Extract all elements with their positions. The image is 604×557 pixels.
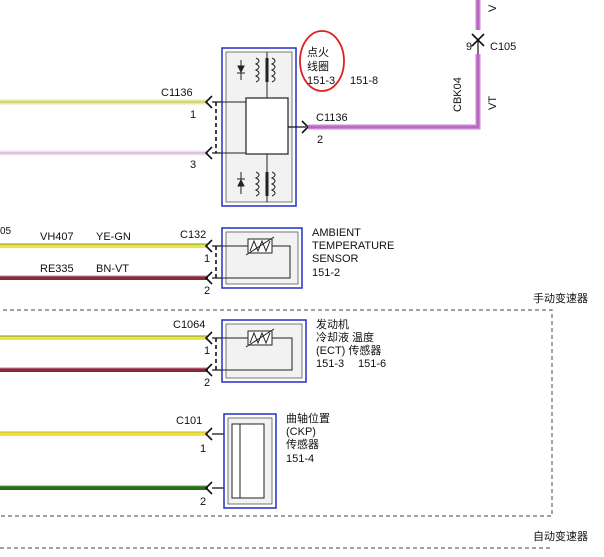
vt-color-label: VT bbox=[487, 96, 499, 110]
ckp-sensor-component bbox=[223, 413, 277, 509]
cbk04-circuit-label: CBK04 bbox=[452, 77, 464, 112]
highlight-circle bbox=[299, 30, 345, 92]
ect-pin1: 1 bbox=[204, 345, 210, 357]
ckp-label-line2: (CKP) bbox=[286, 426, 316, 438]
coil-in-pin1: 1 bbox=[190, 109, 196, 121]
manual-trans-box bbox=[0, 309, 553, 517]
ect-connector bbox=[204, 331, 213, 377]
ckp-pin2: 2 bbox=[200, 496, 206, 508]
manual-trans-label: 手动变速器 bbox=[533, 291, 588, 305]
coil-ref1: 151-3 bbox=[307, 75, 335, 87]
ambient-wire2-color: BN-VT bbox=[96, 263, 129, 275]
ambient-pin2: 2 bbox=[204, 285, 210, 297]
ambient-label-line1: AMBIENT bbox=[312, 227, 361, 239]
ect-connector-label: C1064 bbox=[173, 319, 205, 331]
ckp-label-line3: 传感器 bbox=[286, 438, 319, 451]
ckp-pickup-coil-icon bbox=[239, 423, 265, 499]
ambient-wire2-circuit: RE335 bbox=[40, 263, 74, 275]
coil-in-connector-label: C1136 bbox=[161, 87, 193, 99]
ambient-wire1-color: YE-GN bbox=[96, 231, 131, 243]
ambient-pin1: 1 bbox=[204, 253, 210, 265]
ambient-sensor-component bbox=[221, 227, 303, 289]
ambient-connector-label: C132 bbox=[180, 229, 206, 241]
coil-out-pin2: 2 bbox=[317, 134, 323, 146]
ckp-connector-label: C101 bbox=[176, 415, 202, 427]
coil-out-connector-label: C1136 bbox=[316, 112, 348, 124]
ckp-label-line1: 曲轴位置 bbox=[286, 411, 330, 425]
top-partial-label: V bbox=[487, 4, 499, 12]
ckp-pin1: 1 bbox=[200, 443, 206, 455]
ambient-ref: 151-2 bbox=[312, 267, 340, 279]
c105-label: C105 bbox=[490, 41, 516, 53]
ect-thermistor-icon bbox=[245, 328, 275, 348]
coil-ref2: 151-8 bbox=[350, 75, 378, 87]
coil-title-line2: 线圈 bbox=[307, 59, 329, 73]
ambient-edge-text: 05 bbox=[0, 226, 12, 237]
ambient-label-line3: SENSOR bbox=[312, 253, 359, 265]
ect-pin2: 2 bbox=[204, 377, 210, 389]
ect-sensor-component bbox=[221, 319, 307, 383]
ambient-wire1-circuit: VH407 bbox=[40, 231, 74, 243]
ect-label-line2: 冷却液 温度 bbox=[316, 330, 374, 344]
coil-transformer-lower-icon bbox=[237, 171, 276, 197]
auto-trans-label: 自动变速器 bbox=[533, 529, 588, 543]
c105-pin: 9 bbox=[466, 41, 472, 53]
ckp-ref: 151-4 bbox=[286, 453, 314, 465]
ambient-label-line2: TEMPERATURE bbox=[312, 240, 394, 252]
coil-input-connector bbox=[204, 95, 213, 160]
ambient-connector bbox=[204, 239, 213, 285]
ect-label-line3: (ECT) 传感器 bbox=[316, 344, 381, 357]
ignition-coil-component bbox=[221, 47, 297, 207]
coil-in-pin3: 3 bbox=[190, 159, 196, 171]
ckp-connector bbox=[204, 427, 213, 495]
thermistor-icon bbox=[245, 236, 275, 256]
ect-ref1: 151-3 bbox=[316, 358, 344, 370]
coil-transformer-upper-icon bbox=[237, 57, 276, 83]
coil-title-line1: 点火 bbox=[307, 46, 329, 59]
ect-ref2: 151-6 bbox=[358, 358, 386, 370]
ect-label-line1: 发动机 bbox=[316, 317, 349, 331]
